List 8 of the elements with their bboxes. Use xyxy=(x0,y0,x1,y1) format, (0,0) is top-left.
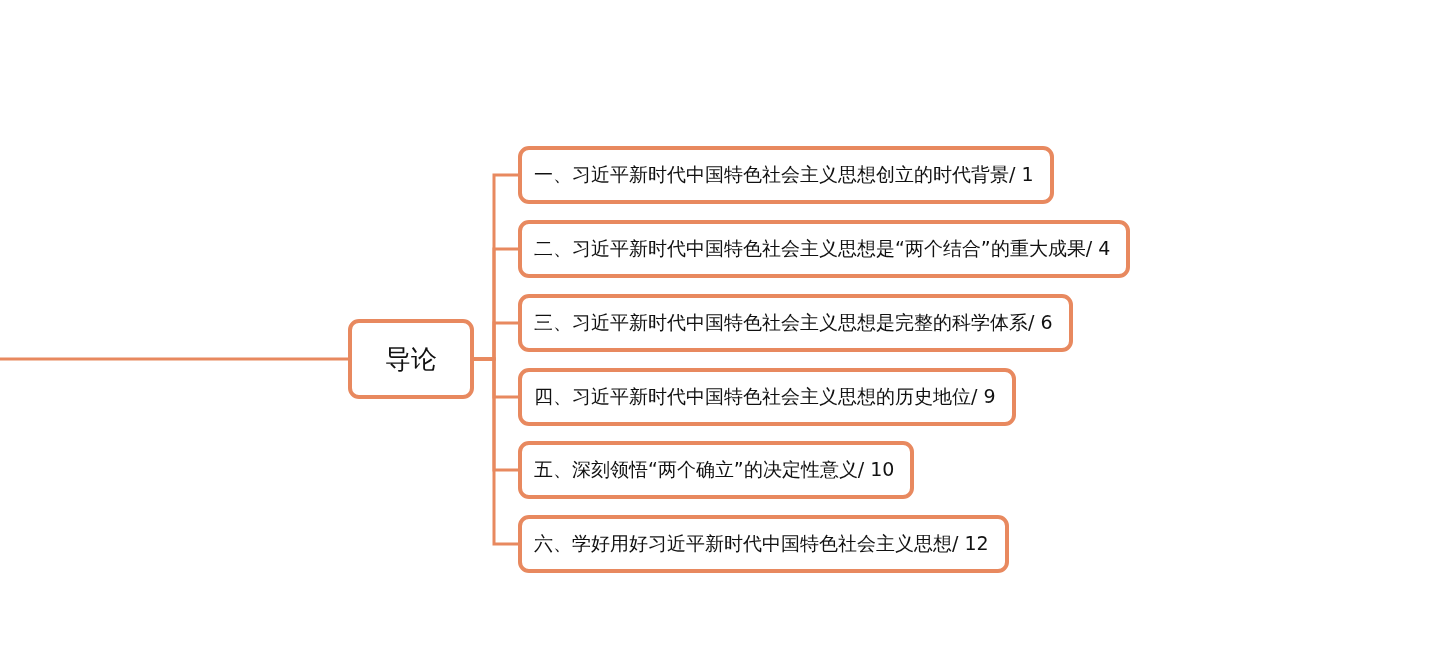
connector-line xyxy=(0,357,348,361)
subtopic-box: 三、习近平新时代中国特色社会主义思想是完整的科学体系/ 6 xyxy=(518,294,1073,352)
subtopic-box: 四、习近平新时代中国特色社会主义思想的历史地位/ 9 xyxy=(518,368,1016,426)
subtopic-box: 五、深刻领悟“两个确立”的决定性意义/ 10 xyxy=(518,441,915,499)
topic-box: 导论 xyxy=(348,319,474,399)
subtopic-box: 六、学好用好习近平新时代中国特色社会主义思想/ 12 xyxy=(518,515,1009,573)
subtopic-box: 一、习近平新时代中国特色社会主义思想创立的时代背景/ 1 xyxy=(518,146,1054,204)
subtopic-box: 二、习近平新时代中国特色社会主义思想是“两个结合”的重大成果/ 4 xyxy=(518,220,1131,278)
